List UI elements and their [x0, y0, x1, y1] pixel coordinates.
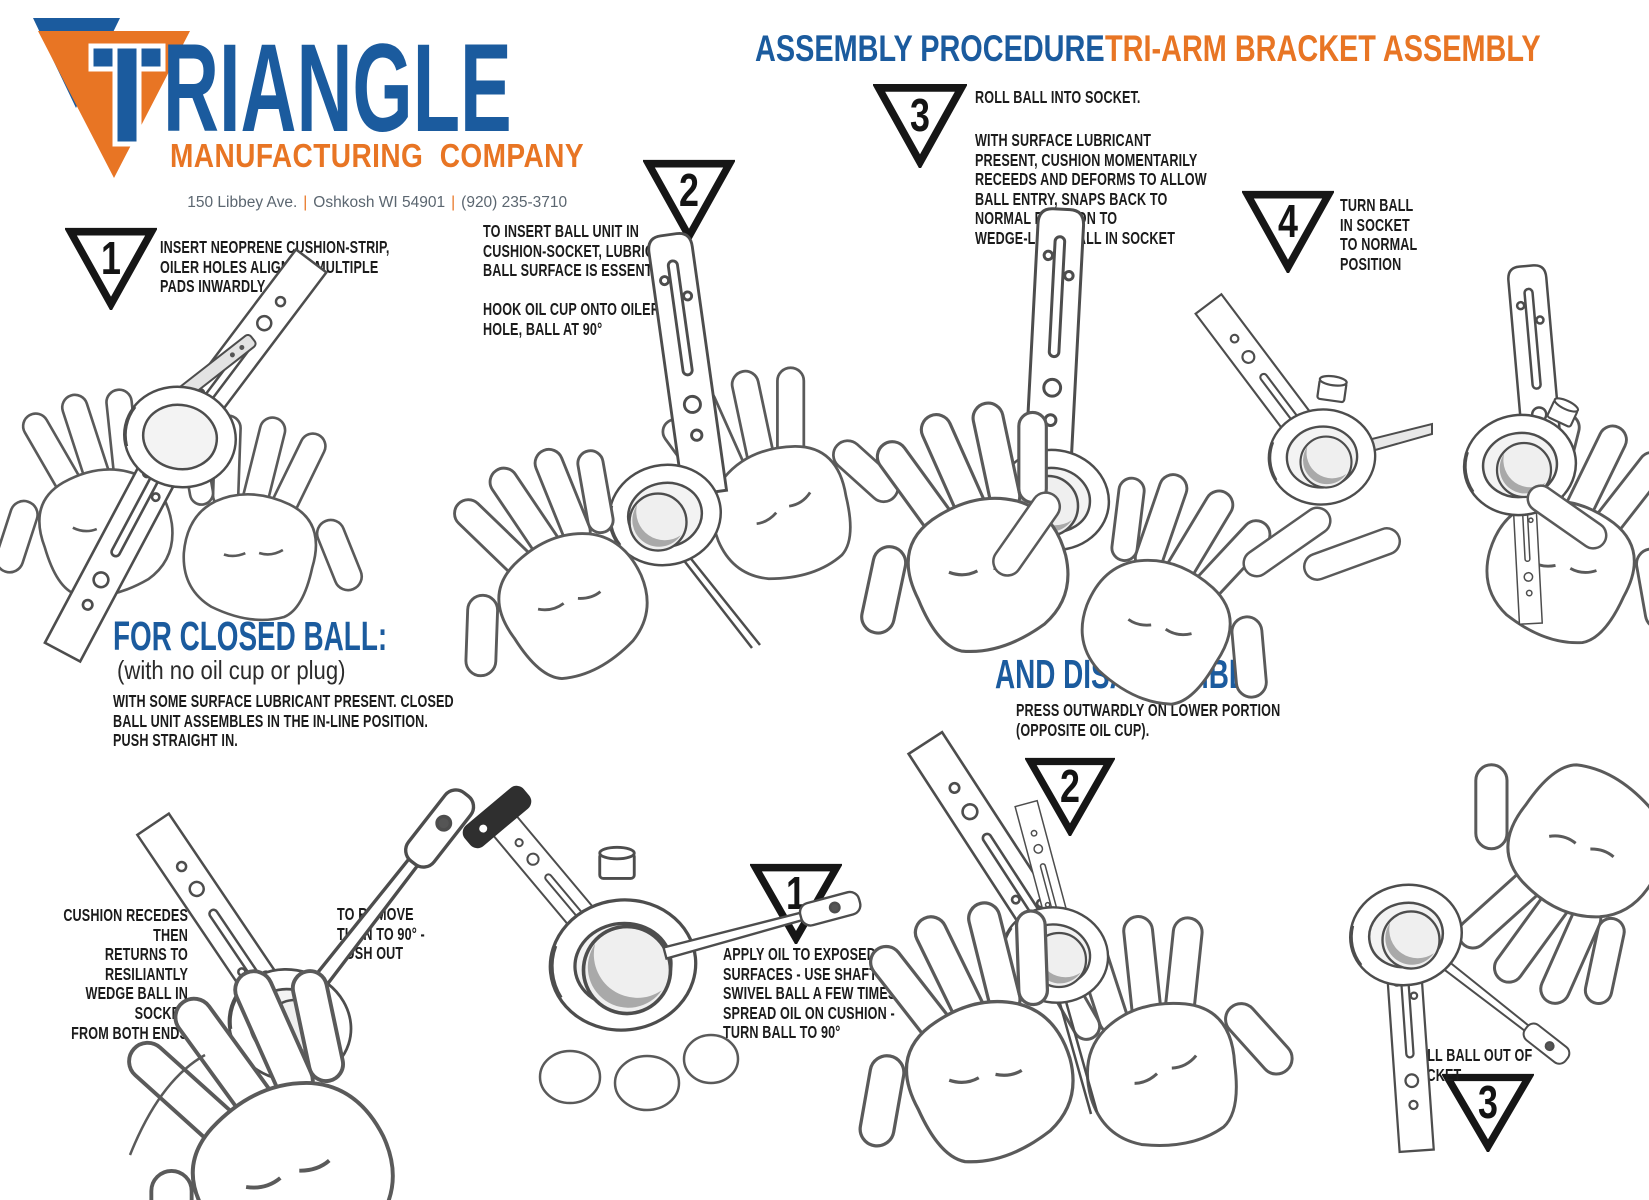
page-title-assembly: ASSEMBLY PROCEDURE: [755, 28, 1105, 69]
step-number: 2: [1060, 760, 1080, 813]
disassembly-intro: PRESS OUTWARDLY ON LOWER PORTION (OPPOSI…: [1016, 700, 1281, 740]
page-title-product: TRI-ARM BRACKET ASSEMBLY: [1105, 28, 1541, 69]
illustration-closed-ball-push: [36, 782, 481, 1200]
triangle-logo-icon: [33, 18, 190, 178]
address-city: Oshkosh WI 54901: [313, 194, 446, 211]
step3-instructions-b: WITH SURFACE LUBRICANT PRESENT, CUSHION …: [975, 130, 1207, 248]
illustration-ball-unit-closeup: [462, 785, 864, 1112]
illustration-step3-roll-ball: [800, 206, 1340, 748]
step-marker-1: 1: [65, 226, 157, 310]
cushion-note: CUSHION RECEDES THEN RETURNS TO RESILIAN…: [63, 905, 188, 1043]
step-number: 2: [679, 163, 699, 216]
closed-ball-subheading: (with no oil cup or plug): [117, 655, 346, 685]
illustration-step1-insert-cushion: [0, 248, 389, 663]
illustration-step4-normal-position: [1444, 263, 1649, 680]
step1-instructions: INSERT NEOPRENE CUSHION-STRIP, OILER HOL…: [160, 237, 390, 297]
step-marker-4: 4: [1242, 189, 1334, 273]
address-separator: |: [451, 194, 456, 211]
step2-instructions-b: HOOK OIL CUP ONTO OILER HOLE, BALL AT 90…: [483, 299, 660, 339]
step-marker-3: 3: [873, 82, 967, 168]
illustration-step4-turn-ball: [1194, 293, 1433, 581]
disassembly-marker-2: 2: [1025, 756, 1115, 836]
illustration-disassembly-press: [791, 730, 1313, 1200]
step-number: 3: [910, 88, 930, 141]
step-marker-2: 2: [643, 158, 735, 242]
step-number: 3: [1478, 1076, 1498, 1129]
brand-subtitle: MANUFACTURING COMPANY: [170, 137, 584, 174]
disassembly-marker-3: 3: [1442, 1072, 1534, 1152]
disassembly-step1-instructions: APPLY OIL TO EXPOSED SURFACES - USE SHAF…: [723, 944, 917, 1043]
address-street: 150 Libbey Ave.: [187, 194, 298, 211]
illustration-step2-hook-oil-cup: [385, 230, 922, 726]
step4-instructions: TURN BALL IN SOCKET TO NORMAL POSITION: [1340, 195, 1418, 274]
closed-ball-heading: FOR CLOSED BALL:: [113, 613, 388, 659]
step-number: 1: [101, 231, 121, 284]
brand-wordmark: RIANGLE: [163, 19, 512, 158]
address-phone: (920) 235-3710: [461, 194, 568, 211]
address-separator: |: [303, 194, 308, 211]
step-number: 4: [1278, 194, 1298, 247]
illustration-disassembly-roll-out: [1339, 712, 1649, 1154]
closed-ball-body: WITH SOME SURFACE LUBRICANT PRESENT. CLO…: [113, 691, 454, 751]
company-address: 150 Libbey Ave. | Oshkosh WI 54901 | (920) 2…: [170, 176, 567, 230]
step3-instructions-a: ROLL BALL INTO SOCKET.: [975, 87, 1141, 107]
